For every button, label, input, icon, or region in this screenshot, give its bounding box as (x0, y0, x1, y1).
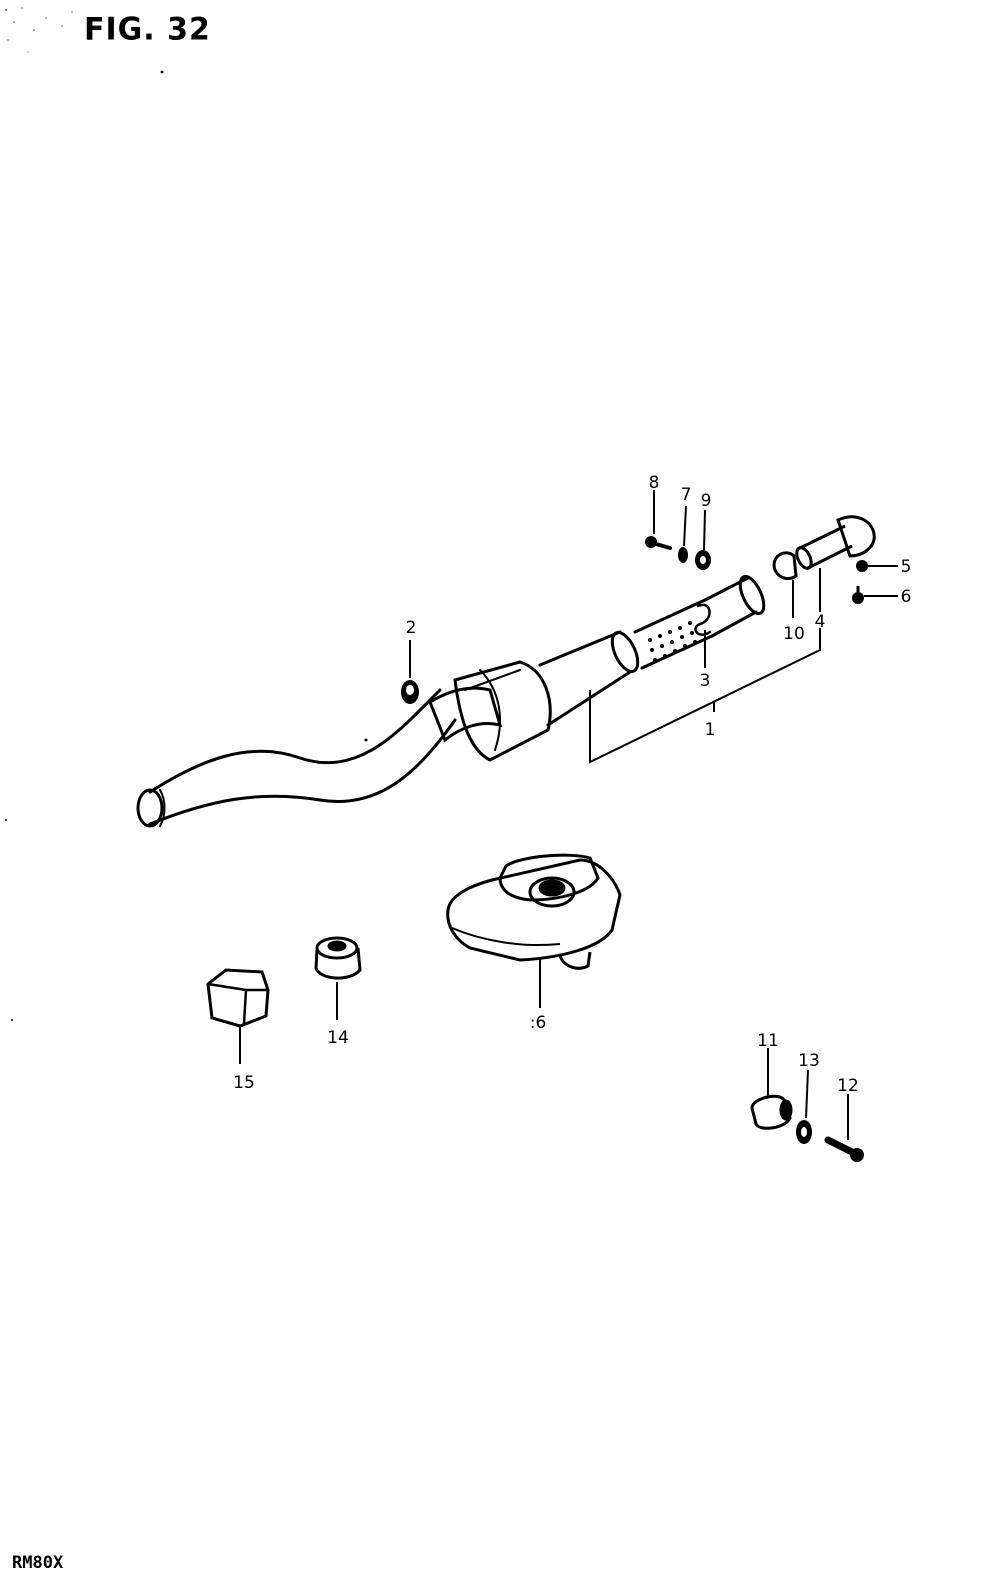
model-label: RM80X (12, 1553, 64, 1573)
callout-4: 4 (815, 612, 826, 632)
tube-section-a (538, 630, 632, 727)
figure-title: FIG. 32 (84, 11, 211, 48)
hose-clamp (428, 686, 503, 743)
callout-3: 3 (700, 671, 711, 691)
part-14-grommet (314, 936, 362, 980)
callout-12: 12 (837, 1076, 859, 1096)
part-1-hose-assembly (136, 574, 766, 828)
hose-lower-edge (148, 718, 457, 826)
callout-10: 10 (783, 624, 805, 644)
part-7-washer (678, 547, 688, 563)
part-4-end-cap (795, 515, 876, 570)
callout-16: :6 (530, 1013, 547, 1033)
part-8-screw (645, 536, 672, 550)
perforated-filter (633, 598, 714, 670)
callout-5: 5 (901, 557, 912, 577)
hose-mark (364, 738, 368, 742)
leader-9 (703, 509, 706, 551)
part-2-nut (401, 680, 419, 704)
callout-11: 11 (757, 1031, 779, 1051)
callout-7: 7 (681, 485, 692, 505)
part-6-screw (852, 586, 864, 604)
filter-spring (694, 603, 712, 636)
part-13-washer (796, 1120, 812, 1144)
part-11-collar (750, 1094, 793, 1130)
part-12-bolt (824, 1136, 864, 1162)
callout-6: 6 (901, 587, 912, 607)
part-16-cover (446, 853, 622, 970)
callout-15: 15 (233, 1073, 255, 1093)
muffler-body (453, 660, 552, 762)
callout-8: 8 (649, 473, 660, 493)
callout-2: 2 (406, 618, 417, 638)
leader-13 (805, 1069, 809, 1119)
leader-7 (683, 505, 687, 547)
scan-noise (5, 7, 164, 1021)
hose-upper-edge (148, 688, 442, 794)
part-1-bracket (589, 628, 821, 764)
callout-13: 13 (798, 1051, 820, 1071)
part-15-cushion (206, 968, 270, 1028)
callout-14: 14 (327, 1028, 349, 1048)
hose-end-opening (136, 788, 164, 828)
callout-9: 9 (701, 491, 712, 511)
part-5-nut (856, 560, 868, 572)
perforation-dots (648, 621, 697, 662)
part-10-clip (772, 551, 798, 580)
callout-1: 1 (705, 720, 716, 740)
callout-labels: 1 2 3 4 5 6 7 8 9 10 11 12 13 14 15 :6 (233, 473, 911, 1096)
part-9-washer (695, 550, 711, 570)
